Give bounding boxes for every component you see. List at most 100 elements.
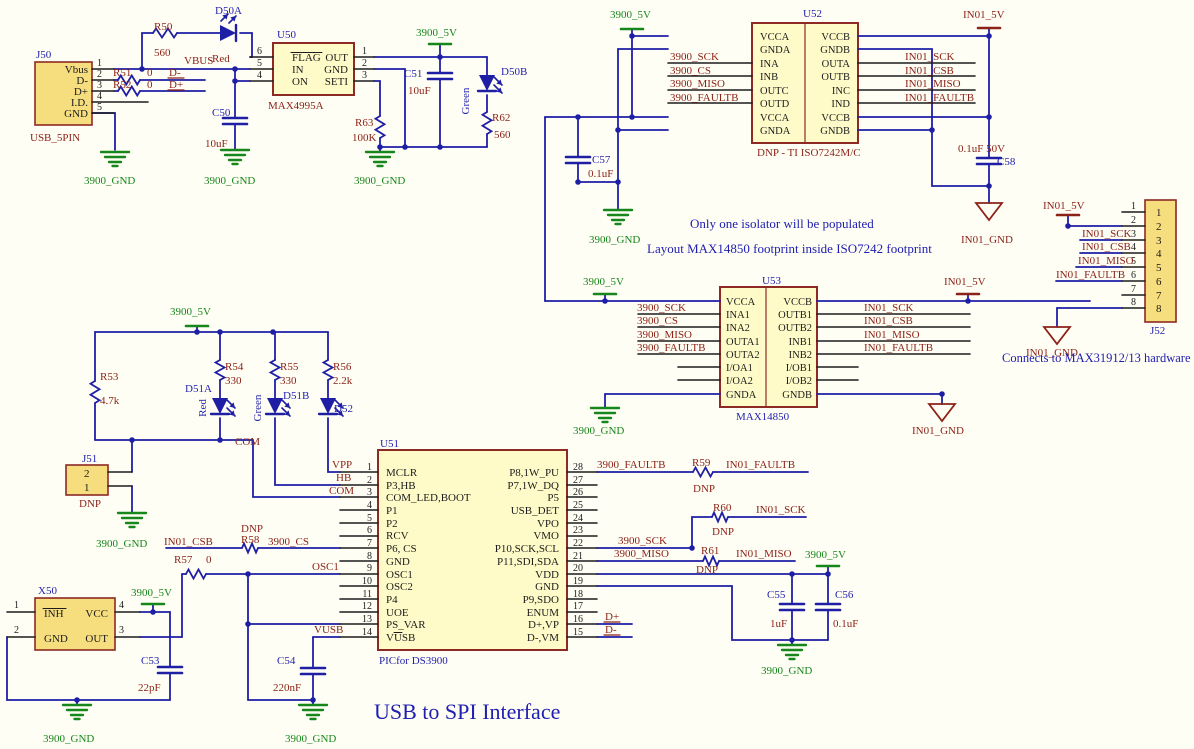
label-rcv: RCV bbox=[386, 530, 409, 542]
resistor-R62[interactable] bbox=[480, 111, 494, 135]
label-4: 4 bbox=[119, 600, 124, 611]
component-body-J50[interactable] bbox=[34, 61, 93, 126]
junction-dot bbox=[602, 298, 608, 304]
label-gndb: GNDB bbox=[782, 390, 812, 401]
resistor-R61[interactable] bbox=[702, 554, 720, 568]
component-body-U50[interactable] bbox=[272, 42, 355, 96]
led-D51B[interactable] bbox=[267, 398, 283, 414]
label-2-2k: 2.2k bbox=[333, 375, 353, 387]
label-picfor-ds3900: PICfor DS3900 bbox=[379, 655, 448, 667]
resistor-R53[interactable] bbox=[88, 380, 102, 404]
component-body-U51[interactable] bbox=[377, 449, 568, 651]
label-d50b: D50B bbox=[501, 66, 527, 78]
label-in01-faultb: IN01_FAULTB bbox=[864, 342, 933, 354]
label-d+: D+ bbox=[74, 86, 88, 98]
label-usb-det: USB_DET bbox=[511, 505, 560, 517]
label-gndb: GNDB bbox=[820, 126, 850, 137]
iso-ground-symbol bbox=[1042, 326, 1072, 346]
label-inb1: INB1 bbox=[789, 337, 812, 348]
label-red: Red bbox=[212, 53, 230, 65]
junction-dot bbox=[150, 609, 156, 615]
label-1: 1 bbox=[362, 46, 367, 57]
label-outb2: OUTB2 bbox=[778, 323, 812, 334]
label-5: 5 bbox=[97, 102, 102, 113]
label-100k: 100K bbox=[352, 132, 377, 144]
label-r54: R54 bbox=[225, 361, 244, 373]
label-outa: OUTA bbox=[822, 59, 851, 70]
label-i-ob2: I/OB2 bbox=[786, 376, 812, 387]
wire bbox=[596, 585, 829, 641]
label-inh: INH bbox=[44, 608, 64, 620]
label-in01-csb: IN01_CSB bbox=[1082, 241, 1131, 253]
resistor-R57[interactable] bbox=[185, 567, 207, 581]
label-5: 5 bbox=[257, 58, 262, 69]
label-d50a: D50A bbox=[215, 5, 242, 17]
junction-dot bbox=[986, 114, 992, 120]
resistor-R60[interactable] bbox=[711, 510, 729, 524]
label-p11-sdi-sda: P11,SDI,SDA bbox=[497, 556, 559, 568]
junction-dot bbox=[245, 621, 251, 627]
resistor-R55[interactable] bbox=[268, 359, 282, 381]
led-D50A[interactable] bbox=[220, 25, 236, 41]
resistor-R51[interactable] bbox=[117, 73, 141, 87]
label-gnd: GND bbox=[386, 556, 410, 568]
label-d: D- bbox=[605, 624, 617, 636]
resistor-R54[interactable] bbox=[213, 359, 227, 381]
label-in01-5v: IN01_5V bbox=[963, 9, 1005, 21]
resistor-R50[interactable] bbox=[152, 26, 178, 40]
label-ina2: INA2 bbox=[726, 323, 750, 334]
label-28: 28 bbox=[573, 462, 583, 473]
led-arrow-D51A bbox=[229, 402, 235, 408]
label-p5: P5 bbox=[547, 492, 559, 504]
led-arrow-D52 bbox=[337, 410, 343, 416]
component-body-J52[interactable] bbox=[1144, 199, 1177, 323]
label-2: 2 bbox=[1156, 221, 1162, 233]
label-5: 5 bbox=[1131, 256, 1136, 267]
label-c56: C56 bbox=[835, 589, 854, 601]
resistor-R63[interactable] bbox=[373, 115, 387, 139]
label-red: Red bbox=[197, 399, 209, 417]
label-gndb: GNDB bbox=[820, 45, 850, 56]
label-r51: R51 bbox=[113, 67, 131, 79]
resistor-R56[interactable] bbox=[321, 359, 335, 381]
label-in01-gnd: IN01_GND bbox=[1026, 347, 1078, 359]
junction-dot bbox=[615, 179, 621, 185]
label-0: 0 bbox=[147, 79, 153, 91]
label-green: Green bbox=[460, 87, 472, 114]
label-r50: R50 bbox=[154, 21, 173, 33]
wire bbox=[327, 417, 341, 473]
label-3: 3 bbox=[97, 80, 102, 91]
label-1: 1 bbox=[367, 462, 372, 473]
junction-dot bbox=[929, 127, 935, 133]
label-u51: U51 bbox=[380, 438, 399, 450]
component-body-J51[interactable] bbox=[65, 464, 109, 496]
component-body-U53[interactable] bbox=[719, 286, 818, 408]
label-dnp: DNP bbox=[79, 498, 101, 510]
label-vbus: VBUS bbox=[184, 55, 213, 67]
resistor-R58[interactable] bbox=[241, 541, 259, 555]
label-19: 19 bbox=[573, 576, 583, 587]
label-flag: FLAG bbox=[292, 52, 321, 64]
led-D52[interactable] bbox=[320, 398, 336, 414]
label-u52: U52 bbox=[803, 8, 822, 20]
label-3900-5v: 3900_5V bbox=[416, 27, 457, 39]
label-u50: U50 bbox=[277, 29, 296, 41]
label-3900-5v: 3900_5V bbox=[583, 276, 624, 288]
component-body-X50[interactable] bbox=[34, 597, 116, 651]
resistor-R59[interactable] bbox=[692, 465, 714, 479]
led-arrow-D50A bbox=[222, 14, 228, 20]
label-max4995a: MAX4995A bbox=[268, 100, 324, 112]
label-in01-5v: IN01_5V bbox=[944, 276, 986, 288]
label-connects-to-max31912-13-hardware: Connects to MAX31912/13 hardware bbox=[1002, 351, 1191, 365]
led-D50B[interactable] bbox=[479, 75, 495, 91]
led-D51A[interactable] bbox=[212, 398, 228, 414]
label-outa2: OUTA2 bbox=[726, 350, 760, 361]
label-inb: INB bbox=[760, 72, 778, 83]
label-r61: R61 bbox=[701, 545, 719, 557]
label-ps-var: PS_VAR bbox=[386, 619, 426, 631]
label-in01-miso: IN01_MISO bbox=[1078, 255, 1134, 267]
resistor-R52[interactable] bbox=[117, 84, 141, 98]
label-ind: IND bbox=[831, 99, 850, 110]
label-vbus: Vbus bbox=[65, 64, 88, 76]
label-2: 2 bbox=[14, 625, 19, 636]
